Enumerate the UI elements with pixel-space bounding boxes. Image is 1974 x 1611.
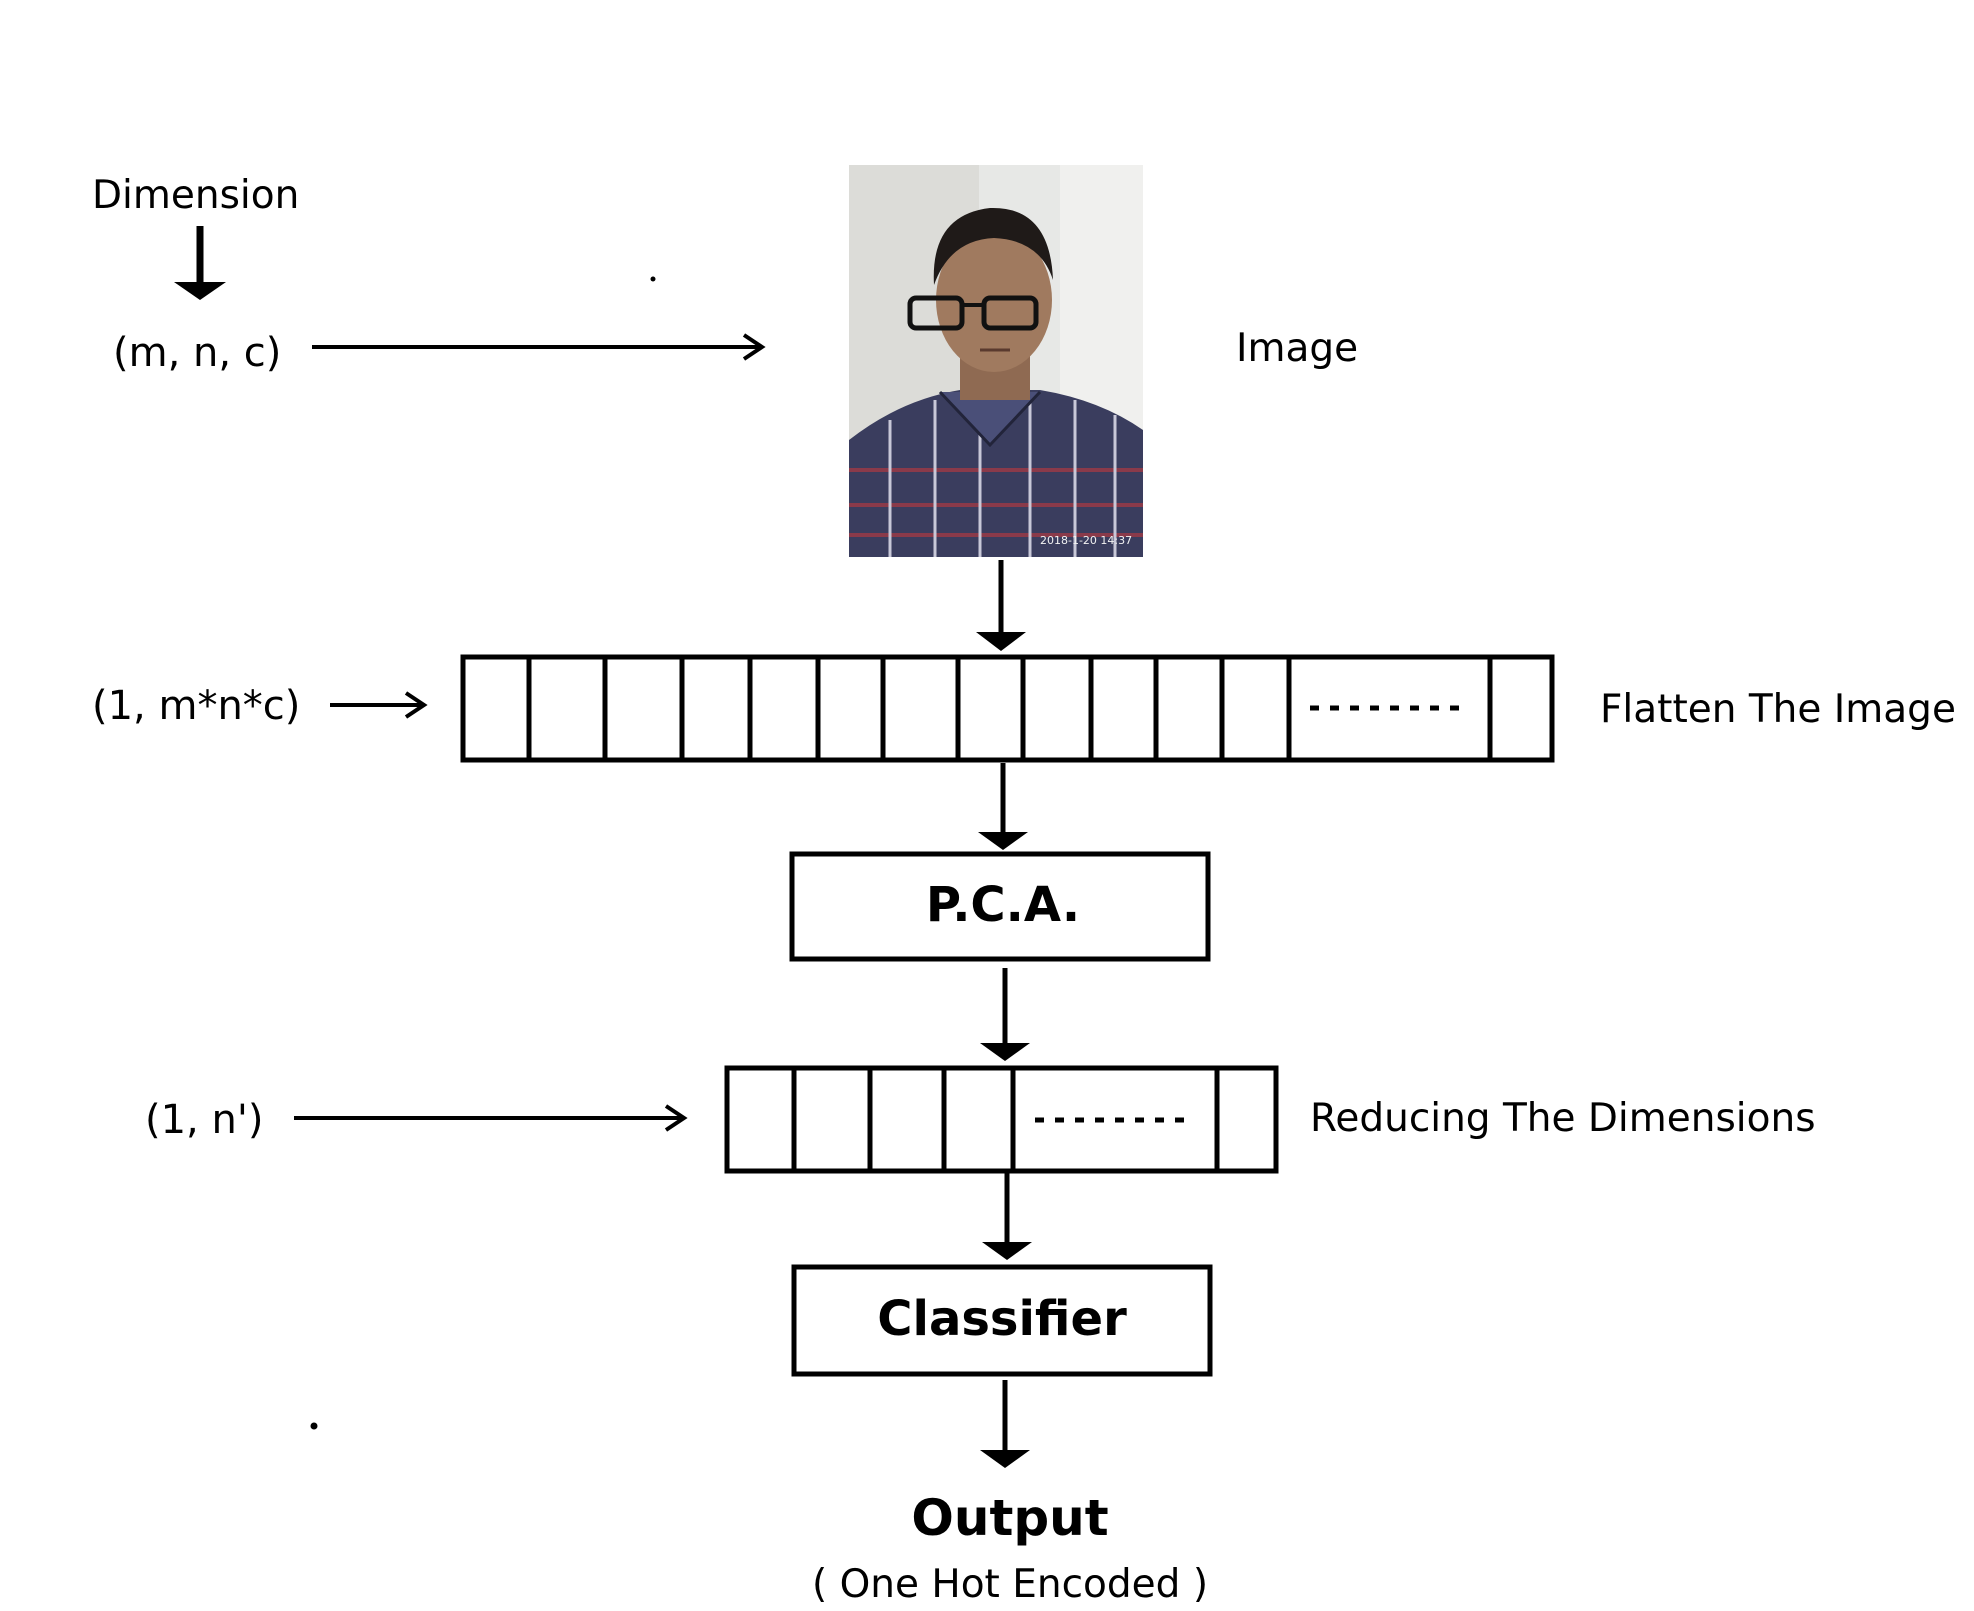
pca-box: P.C.A.: [789, 851, 1211, 962]
reducing-label: Reducing The Dimensions: [1310, 1096, 1816, 1141]
input-photo: 2018-1-20 14:37: [849, 165, 1143, 557]
arrow-photo-to-vector: [976, 560, 1026, 651]
arrow-vector-to-pca: [978, 763, 1028, 850]
pca-label: P.C.A.: [926, 877, 1080, 933]
input-arrow: [312, 333, 766, 361]
dimension-label: Dimension: [92, 173, 299, 218]
flat-shape-arrow: [330, 691, 428, 719]
reduced-shape-arrow: [294, 1104, 688, 1132]
classifier-label: Classifier: [877, 1291, 1127, 1347]
photo-timestamp: 2018-1-20 14:37: [1040, 534, 1132, 547]
output-label: Output: [911, 1489, 1108, 1547]
input-shape-label: (m, n, c): [113, 330, 281, 376]
dimension-arrow: [174, 226, 226, 300]
stray-dot: [310, 1422, 318, 1430]
flat-shape-label: (1, m*n*c): [92, 683, 300, 729]
image-label: Image: [1236, 326, 1358, 371]
reduced-vector: [724, 1065, 1279, 1174]
reduced-shape-label: (1, n'): [145, 1097, 263, 1143]
arrow-reduced-to-classifier: [982, 1173, 1032, 1260]
stray-dot: [650, 276, 656, 282]
arrow-pca-to-reduced: [980, 968, 1030, 1061]
output-subtitle: ( One Hot Encoded ): [812, 1562, 1208, 1607]
arrow-classifier-to-output: [980, 1380, 1030, 1468]
flattened-vector: [460, 654, 1555, 763]
classifier-box: Classifier: [791, 1264, 1213, 1377]
flatten-label: Flatten The Image: [1600, 687, 1956, 732]
